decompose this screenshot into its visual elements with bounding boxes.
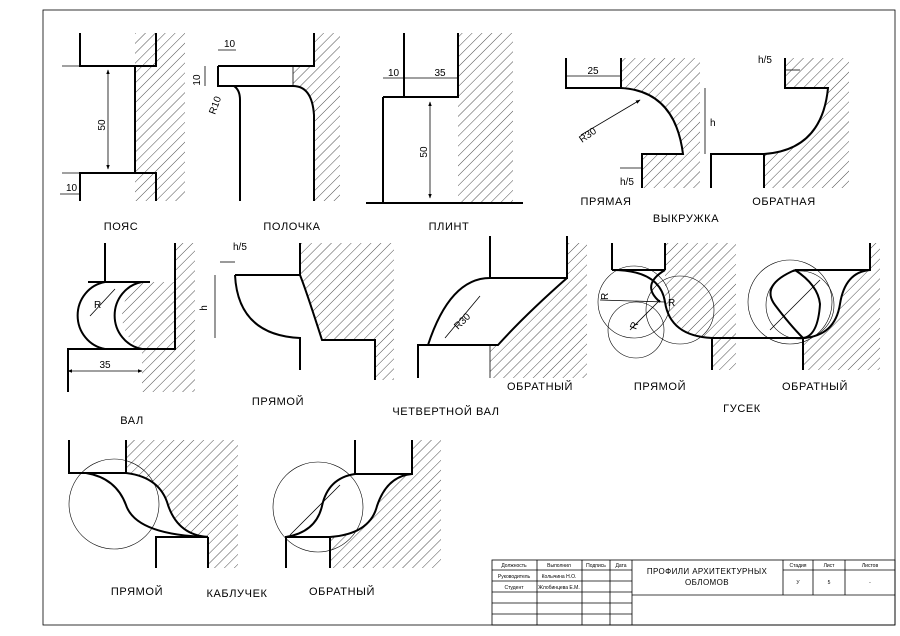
- tb-listov-value: -: [869, 580, 871, 586]
- label-gusek-pryamoy: ПРЯМОЙ: [634, 380, 686, 393]
- tb-stadia-header: Стадия: [789, 563, 806, 569]
- dim-vyk-radius: R30: [577, 126, 599, 146]
- dim-gusek-r1: R: [600, 293, 611, 300]
- tb-col-dolzhnost: Должность: [501, 563, 527, 569]
- label-chetvertnoy-val: ЧЕТВЕРТНОЙ ВАЛ: [392, 405, 499, 418]
- tb-title-line1: ПРОФИЛИ АРХИТЕКТУРНЫХ: [647, 567, 768, 576]
- dim-vyk-h: h: [710, 118, 716, 129]
- label-poyas: ПОЯС: [104, 221, 139, 233]
- dim-plint-left: 10: [388, 68, 400, 79]
- label-plint: ПЛИНТ: [429, 221, 470, 233]
- profile-val: R 35: [67, 243, 195, 392]
- tb-title-line2: ОБЛОМОВ: [685, 578, 729, 587]
- label-chetvertnoy-obratny: ОБРАТНЫЙ: [507, 380, 573, 393]
- tb-row1-role: Руководитель: [498, 574, 531, 580]
- dim-val-radius: R: [94, 300, 101, 311]
- profile-chetvertnoy-obratny: R30: [417, 236, 587, 378]
- profile-gusek-obratny: [735, 243, 880, 370]
- dim-plint-width: 35: [434, 68, 446, 79]
- dim-poyas-height: 50: [97, 119, 108, 131]
- tb-col-data: Дата: [615, 563, 626, 569]
- profile-poyas: 50 10: [60, 33, 185, 201]
- dim-val-width: 35: [99, 360, 111, 371]
- label-kabluchek-pryamoy: ПРЯМОЙ: [111, 585, 163, 598]
- label-vykruzhka-pryamaya: ПРЯМАЯ: [581, 196, 632, 208]
- dim-polochka-top: 10: [224, 39, 236, 50]
- label-polochka: ПОЛОЧКА: [263, 221, 320, 233]
- dim-plint-height: 50: [419, 146, 430, 158]
- dim-gusek-r2: R: [668, 298, 675, 309]
- tb-listov-header: Листов: [862, 563, 879, 569]
- profile-vykruzhka-pryamaya: 25 R30 h/5: [565, 58, 700, 188]
- dim-poyas-bottom: 10: [66, 183, 78, 194]
- tb-row2-role: Студент: [504, 585, 524, 591]
- tb-list-header: Лист: [824, 563, 836, 569]
- label-val: ВАЛ: [120, 415, 144, 427]
- profile-kabluchek-obratny: [272, 440, 441, 568]
- tb-col-vypolnil: Выполнил: [547, 563, 571, 569]
- profile-polochka: 10 10 R10: [192, 33, 340, 201]
- tb-col-podpis: Подпись: [586, 563, 606, 569]
- sheet-frame: [42, 9, 896, 626]
- label-kabluchek-obratny: ОБРАТНЫЙ: [309, 585, 375, 598]
- dim-chet-obr-radius: R30: [452, 311, 473, 332]
- dim-vyk-obr-h5: h/5: [758, 55, 772, 66]
- dim-vyk-h5: h/5: [620, 177, 634, 188]
- profile-kabluchek-pryamoy: [68, 440, 238, 568]
- dim-gusek-r3: R: [628, 320, 641, 331]
- tb-stadia-value: У: [796, 580, 800, 586]
- dim-polochka-radius: R10: [207, 95, 224, 116]
- dim-chet-h5: h/5: [233, 242, 247, 253]
- dim-chet-h: h: [199, 305, 210, 311]
- profile-chetvertnoy-pryamoy: h/5 h: [199, 242, 394, 380]
- dim-polochka-side: 10: [192, 74, 203, 86]
- profile-vykruzhka-obratnaya: h h/5: [704, 55, 849, 188]
- title-block: Должность Выполнил Подпись Дата Руководи…: [491, 559, 896, 626]
- label-kabluchek: КАБЛУЧЕК: [206, 588, 267, 600]
- label-gusek: ГУСЕК: [723, 403, 761, 415]
- tb-row2-name: Жлобинцева Е.М.: [538, 585, 579, 591]
- tb-row1-name: Колычина Н.О.: [542, 574, 577, 580]
- label-vykruzhka-obratnaya: ОБРАТНАЯ: [752, 196, 816, 208]
- tb-list-value: 5: [828, 580, 831, 586]
- label-chetvertnoy-pryamoy: ПРЯМОЙ: [252, 395, 304, 408]
- dim-vyk-width: 25: [587, 66, 599, 77]
- label-vykruzhka: ВЫКРУЖКА: [653, 213, 719, 225]
- profile-plint: 10 35 50: [366, 33, 523, 204]
- profile-gusek-pryamoy: R R R: [597, 243, 736, 370]
- label-gusek-obratny: ОБРАТНЫЙ: [782, 380, 848, 393]
